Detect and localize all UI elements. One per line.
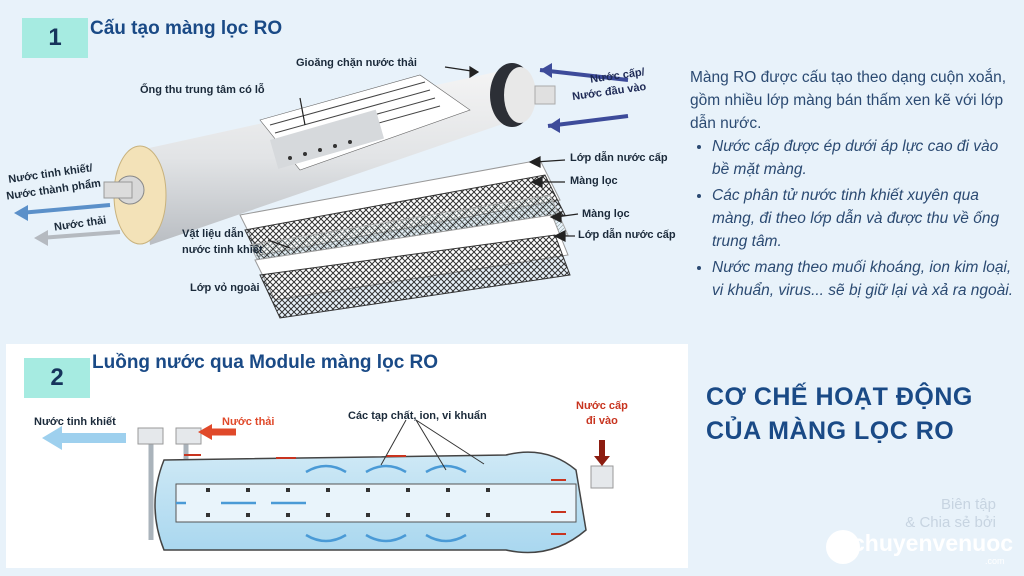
- module-flow-diagram: [42, 419, 614, 554]
- label-permeate-1: Vật liệu dẫn: [182, 228, 244, 240]
- brand-name: chuyenvenuoc: [852, 530, 1014, 556]
- credit-shared-by: & Chia sẻ bởi: [905, 514, 996, 531]
- section-2-badge: 2: [24, 358, 90, 398]
- description-bullet: Các phân tử nước tinh khiết xuyên qua mà…: [712, 184, 1015, 253]
- main-heading: CƠ CHẾ HOẠT ĐỘNG CỦA MÀNG LỌC RO: [706, 380, 1016, 448]
- flow-label-pure: Nước tinh khiết: [34, 416, 116, 428]
- description-intro: Màng RO được cấu tạo theo dạng cuộn xoắn…: [690, 69, 1007, 132]
- flow-label-feed-1: Nước cấp: [576, 400, 628, 412]
- label-gasket: Gioăng chặn nước thải: [296, 57, 417, 69]
- section-1-badge: 1: [22, 18, 88, 58]
- description-bullet: Nước cấp được ép dưới áp lực cao đi vào …: [712, 135, 1015, 181]
- section-2-title: Luồng nước qua Module màng lọc RO: [92, 352, 439, 373]
- spiral-wound-layers: [259, 74, 471, 171]
- label-membrane-top: Màng lọc: [570, 175, 618, 187]
- pure-water-outlet-arrow: [14, 203, 111, 221]
- label-permeate-2: nước tinh khiết: [182, 244, 263, 256]
- description-bullet: Nước mang theo muối khoáng, ion kim loại…: [712, 256, 1015, 302]
- flow-label-feed-2: đi vào: [586, 415, 618, 427]
- label-center-tube: Ống thu trung tâm có lỗ: [140, 84, 265, 96]
- feed-water-arrows: [539, 63, 629, 133]
- main-heading-line-2: CỦA MÀNG LỌC RO: [706, 417, 955, 445]
- brand-logo-icon: [826, 530, 860, 564]
- section-1-title: Cấu tạo màng lọc RO: [90, 18, 283, 39]
- ro-membrane-structure-diagram: [14, 63, 629, 319]
- flow-label-impurities: Các tạp chất, ion, vi khuẩn: [348, 410, 487, 422]
- label-feed-spacer-bottom: Lớp dẫn nước cấp: [578, 229, 676, 241]
- label-outer-shell: Lớp vỏ ngoài: [190, 282, 260, 294]
- waste-water-arrow: [34, 230, 121, 246]
- description-block: Màng RO được cấu tạo theo dạng cuộn xoắn…: [690, 66, 1015, 305]
- flow-label-waste: Nước thải: [222, 416, 275, 428]
- label-feed-spacer-top: Lớp dẫn nước cấp: [570, 152, 668, 164]
- brand-suffix: .com: [985, 556, 1005, 566]
- description-bullets: Nước cấp được ép dưới áp lực cao đi vào …: [690, 135, 1015, 302]
- main-heading-line-1: CƠ CHẾ HOẠT ĐỘNG: [706, 383, 973, 411]
- label-membrane-bottom: Màng lọc: [582, 208, 630, 220]
- unrolled-membrane-sheets: [239, 159, 571, 319]
- credit-editor: Biên tập: [940, 496, 996, 513]
